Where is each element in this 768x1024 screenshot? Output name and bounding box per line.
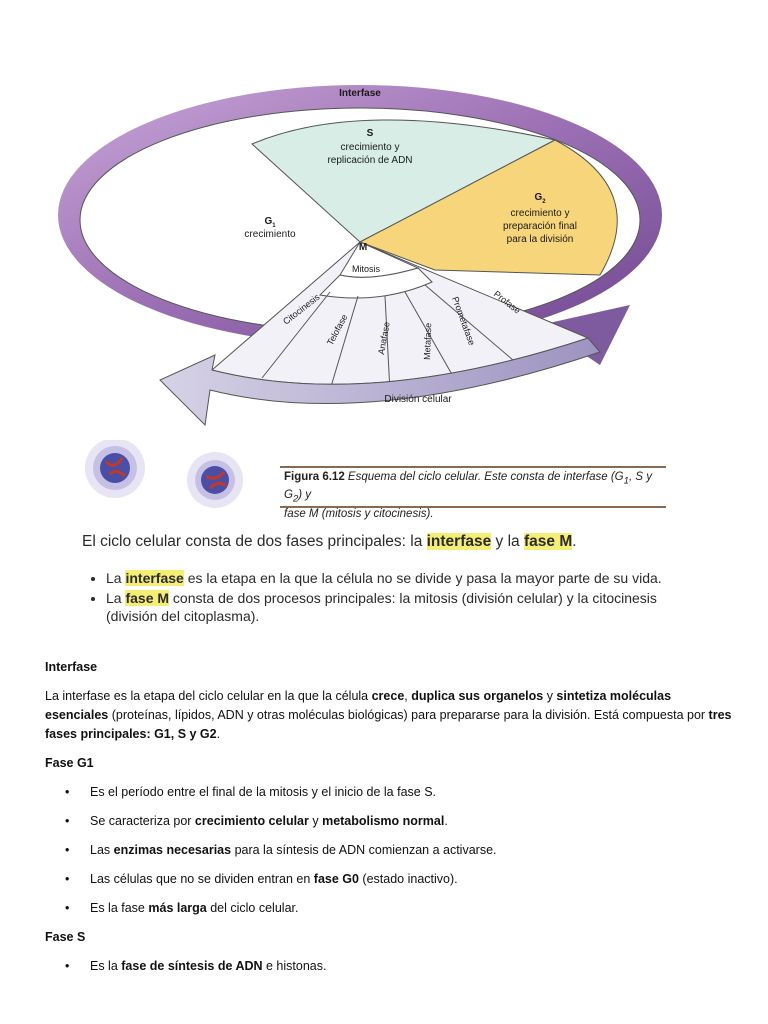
list-fase-g1: •Es el período entre el final de la mito… <box>45 783 735 918</box>
list-item: •Las células que no se dividen entran en… <box>65 872 458 886</box>
cell-cycle-diagram: Interfase S crecimiento y replicación de… <box>58 85 662 427</box>
caption-label: Figura 6.12 <box>284 471 345 483</box>
m-label: M <box>359 242 367 253</box>
g2-line2: preparación final <box>503 221 577 232</box>
s-sector <box>251 119 557 243</box>
g2-sector <box>358 139 618 276</box>
mitosis-label: Mitosis <box>352 264 381 274</box>
summary-item-fase-m: La fase M consta de dos procesos princip… <box>106 589 682 625</box>
caption-text-2: , S y G <box>284 471 652 502</box>
metafase-label: Metafase <box>422 323 433 360</box>
document-body: Interfase La interfase es la etapa del c… <box>45 658 735 986</box>
summary-list: La interfase es la etapa en la que la cé… <box>82 569 682 625</box>
heading-fase-g1: Fase G1 <box>45 756 94 770</box>
list-item: •Es la fase más larga del ciclo celular. <box>65 901 299 915</box>
interfase-label: Interfase <box>339 88 381 99</box>
list-item: •Se caracteriza por crecimiento celular … <box>65 814 448 828</box>
ring-arrowhead <box>540 305 630 365</box>
heading-fase-s: Fase S <box>45 930 86 944</box>
highlight-interfase: interfase <box>426 533 492 550</box>
g1-title: G1 <box>264 216 276 229</box>
s-line1: crecimiento y <box>341 142 400 153</box>
summary-block: El ciclo celular consta de dos fases pri… <box>82 533 682 627</box>
list-item: •Es el período entre el final de la mito… <box>65 785 437 799</box>
list-item: •Las enzimas necesarias para la síntesis… <box>65 843 497 857</box>
s-title: S <box>367 128 374 139</box>
division-label: División celular <box>384 394 452 405</box>
cell-image-2 <box>187 452 243 508</box>
list-item: •Es la fase de síntesis de ADN e histona… <box>65 959 327 973</box>
division-arrow <box>159 337 601 427</box>
cell-illustrations <box>85 440 243 508</box>
caption-rule-bottom <box>280 506 666 508</box>
highlight-fase-m: fase M <box>523 533 573 550</box>
list-fase-s: •Es la fase de síntesis de ADN e histona… <box>45 957 735 976</box>
g2-title: G2 <box>534 192 546 205</box>
caption-text-1: Esquema del ciclo celular. Este consta d… <box>347 471 624 483</box>
g2-line3: para la división <box>507 234 574 245</box>
heading-interfase: Interfase <box>45 660 98 674</box>
summary-lead: El ciclo celular consta de dos fases pri… <box>82 533 577 550</box>
s-line2: replicación de ADN <box>327 155 412 166</box>
summary-item-interfase: La interfase es la etapa en la que la cé… <box>106 569 682 587</box>
caption-text-3: ) y <box>298 489 312 502</box>
figure-caption: Figura 6.12 Esquema del ciclo celular. E… <box>284 470 670 522</box>
g2-line1: crecimiento y <box>511 208 570 219</box>
caption-line-2: fase M (mitosis y citocinesis). <box>284 507 434 520</box>
caption-sub-2: 2 <box>292 493 299 505</box>
paragraph-interfase: La interfase es la etapa del ciclo celul… <box>45 689 732 741</box>
caption-rule-top <box>280 466 666 468</box>
caption-sub-1: 1 <box>623 475 629 487</box>
g1-desc: crecimiento <box>244 229 296 240</box>
cell-image-1 <box>85 440 145 498</box>
